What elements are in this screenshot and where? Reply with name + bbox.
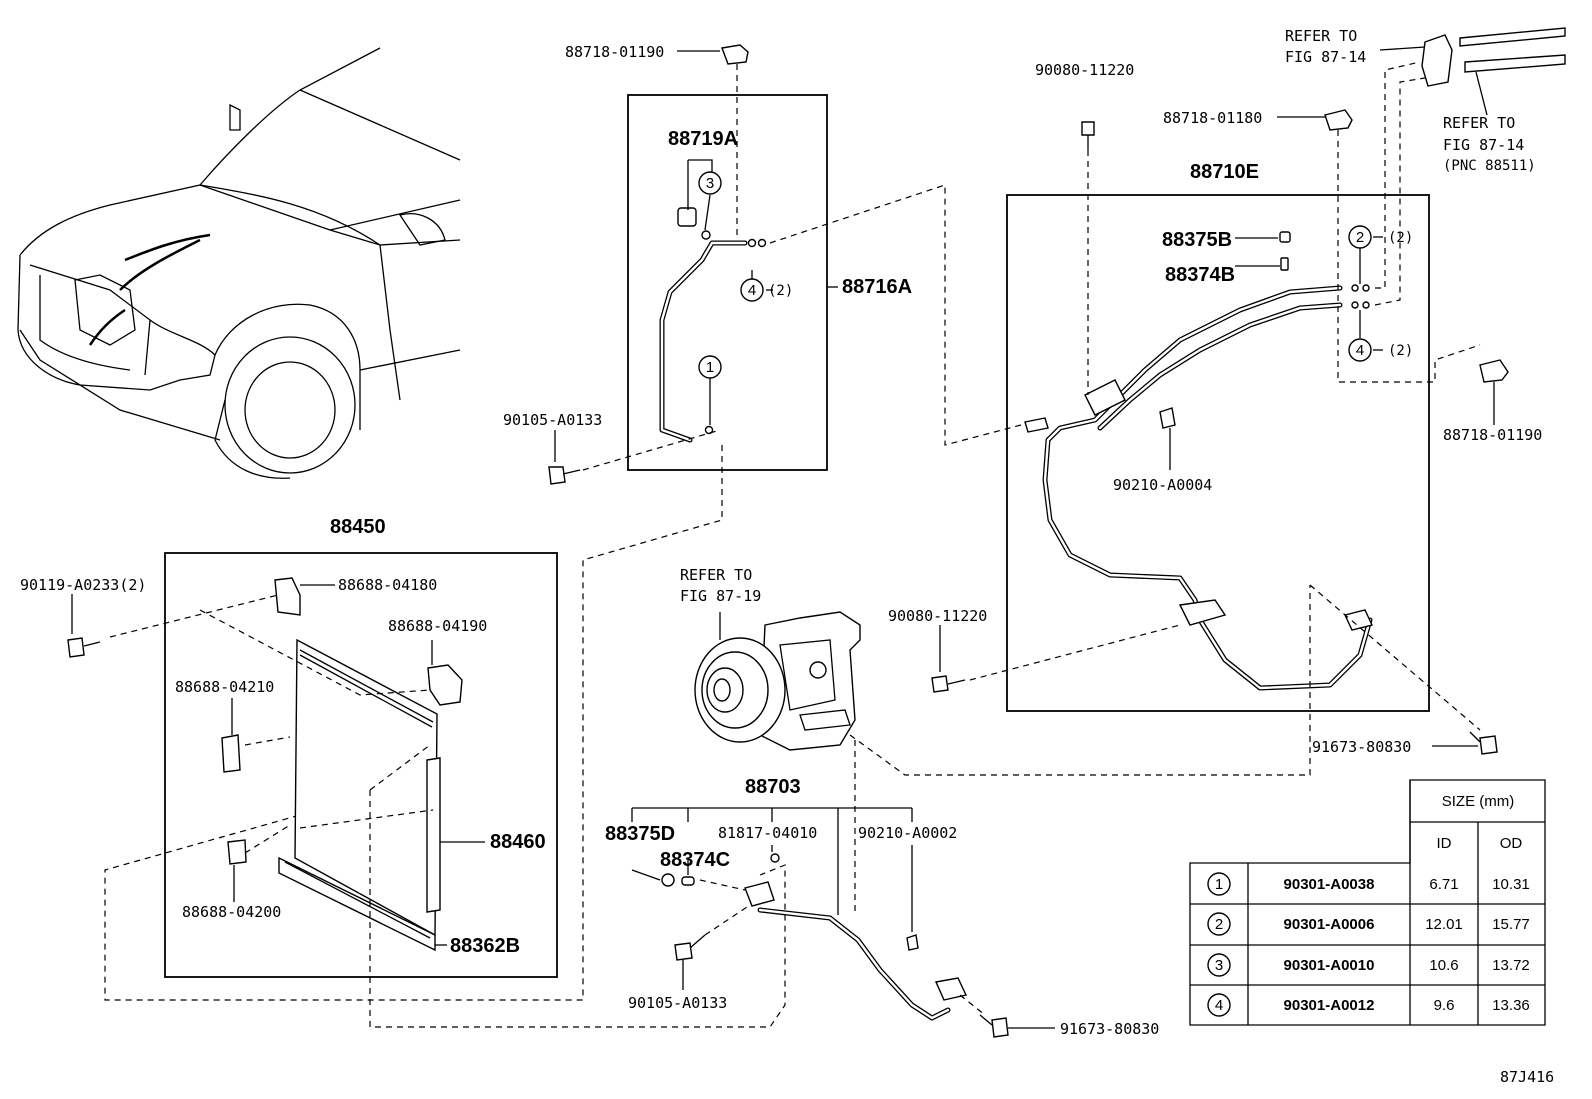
svg-text:6.71: 6.71: [1429, 876, 1458, 893]
hose-88710E: [1024, 231, 1373, 691]
callout-4-right: 4: [1348, 338, 1372, 362]
size-table-row: 4 90301-A0012 9.6 13.36: [1207, 993, 1530, 1017]
label-90080-11220-mid: 90080-11220: [888, 607, 987, 625]
label-88718-01190-top: 88718-01190: [565, 43, 664, 61]
hose-88716A: [659, 207, 767, 443]
svg-text:10.31: 10.31: [1492, 876, 1530, 893]
label-88716A: 88716A: [842, 276, 912, 298]
size-table-col-od: OD: [1500, 835, 1523, 852]
label-90105-A0133-bottom: 90105-A0133: [628, 994, 727, 1012]
size-table-header: SIZE (mm): [1442, 793, 1515, 810]
size-table-col-id: ID: [1437, 835, 1452, 852]
svg-text:2: 2: [1356, 229, 1364, 246]
bolt-90105-A0133-bottom: [674, 934, 706, 961]
svg-text:4: 4: [748, 282, 756, 299]
label-88374C: 88374C: [660, 849, 730, 871]
size-table-row: 3 90301-A0010 10.6 13.72: [1207, 953, 1530, 977]
label-90080-11220-top: 90080-11220: [1035, 61, 1134, 79]
label-90210-A0002: 90210-A0002: [858, 824, 957, 842]
qty-2-a: (2): [768, 283, 793, 299]
label-88719A: 88719A: [668, 128, 738, 150]
hose-assembly-box-88710E: [1006, 194, 1430, 712]
svg-text:15.77: 15.77: [1492, 916, 1530, 933]
vehicle-illustration: [17, 47, 461, 479]
label-refer-87-14-a-line2: FIG 87-14: [1285, 48, 1366, 66]
label-88688-04210: 88688-04210: [175, 678, 274, 696]
size-table: SIZE (mm) ID OD 1 90301-A0038 6.71 10.31…: [1189, 779, 1546, 1026]
bolt-90080-11220-mid: [931, 675, 966, 693]
label-88450: 88450: [330, 516, 386, 538]
label-88375D: 88375D: [605, 823, 675, 845]
label-refer-87-19-line2: FIG 87-19: [680, 587, 761, 605]
connector-88718-01190-top: [721, 44, 749, 65]
label-90210-A0004: 90210-A0004: [1113, 476, 1212, 494]
label-refer-87-14-b-line2: FIG 87-14: [1443, 136, 1524, 154]
callout-3: 3: [698, 171, 722, 195]
label-91673-80830-bottom: 91673-80830: [1060, 1020, 1159, 1038]
svg-text:90301-A0006: 90301-A0006: [1284, 916, 1375, 933]
refer-fittings-87-14: [1421, 27, 1566, 87]
hose-assembly-box-88716A: [627, 94, 828, 471]
svg-text:13.72: 13.72: [1492, 957, 1530, 974]
bolt-91673-80830-bottom: [979, 1014, 1009, 1038]
label-88718-01190-right: 88718-01190: [1443, 426, 1542, 444]
label-90105-A0133-top: 90105-A0133: [503, 411, 602, 429]
label-88374B: 88374B: [1165, 264, 1235, 286]
label-88688-04180: 88688-04180: [338, 576, 437, 594]
svg-text:2: 2: [1215, 916, 1223, 933]
callout-2-right: 2: [1348, 225, 1372, 249]
label-refer-87-14-a-line1: REFER TO: [1285, 27, 1357, 45]
connector-88718-01180: [1324, 109, 1353, 131]
callout-1: 1: [698, 355, 722, 379]
label-88460: 88460: [490, 831, 546, 853]
qty-2-b: (2): [1388, 230, 1413, 246]
brackets-88688: [221, 577, 463, 865]
qty-2-c: (2): [1388, 343, 1413, 359]
label-88375B: 88375B: [1162, 229, 1232, 251]
label-88710E: 88710E: [1190, 161, 1259, 183]
label-91673-80830-right: 91673-80830: [1312, 738, 1411, 756]
condenser-88460: [278, 638, 441, 952]
bolt-91673-80830-right: [1469, 731, 1498, 755]
bolt-90080-11220-top: [1081, 121, 1095, 150]
label-88688-04190: 88688-04190: [388, 617, 487, 635]
hose-88703: [661, 853, 968, 1021]
svg-text:90301-A0038: 90301-A0038: [1284, 876, 1375, 893]
size-table-row: 2 90301-A0006 12.01 15.77: [1207, 912, 1530, 936]
label-88703: 88703: [745, 776, 801, 798]
callout-4-top: 4: [740, 278, 764, 302]
svg-text:90301-A0012: 90301-A0012: [1284, 997, 1375, 1014]
pressure-switch-88719A: [677, 207, 697, 227]
svg-text:4: 4: [1356, 342, 1364, 359]
label-88688-04200: 88688-04200: [182, 903, 281, 921]
svg-text:90301-A0010: 90301-A0010: [1284, 957, 1375, 974]
svg-text:1: 1: [706, 359, 714, 376]
label-refer-87-19-line1: REFER TO: [680, 566, 752, 584]
svg-text:13.36: 13.36: [1492, 997, 1530, 1014]
label-refer-87-14-b-line1: REFER TO: [1443, 114, 1515, 132]
svg-text:10.6: 10.6: [1429, 957, 1458, 974]
svg-text:9.6: 9.6: [1434, 997, 1455, 1014]
bolt-90119-A0233: [67, 637, 101, 658]
figure-code: 87J416: [1500, 1068, 1554, 1086]
size-table-row: 1 90301-A0038 6.71 10.31: [1207, 872, 1530, 896]
label-refer-87-14-b-line3: (PNC 88511): [1443, 158, 1536, 174]
label-81817-04010: 81817-04010: [718, 824, 817, 842]
label-90119-A0233: 90119-A0233(2): [20, 576, 146, 594]
compressor: [694, 611, 861, 751]
svg-text:1: 1: [1215, 876, 1223, 893]
svg-text:3: 3: [706, 175, 714, 192]
bolt-90105-A0133-top: [548, 466, 581, 485]
svg-text:12.01: 12.01: [1425, 916, 1463, 933]
connector-88718-01190-right: [1479, 359, 1509, 383]
svg-text:4: 4: [1215, 997, 1223, 1014]
condenser-box-88450: [164, 552, 558, 978]
label-88718-01180: 88718-01180: [1163, 109, 1262, 127]
label-88362B: 88362B: [450, 935, 520, 957]
svg-text:3: 3: [1215, 957, 1223, 974]
